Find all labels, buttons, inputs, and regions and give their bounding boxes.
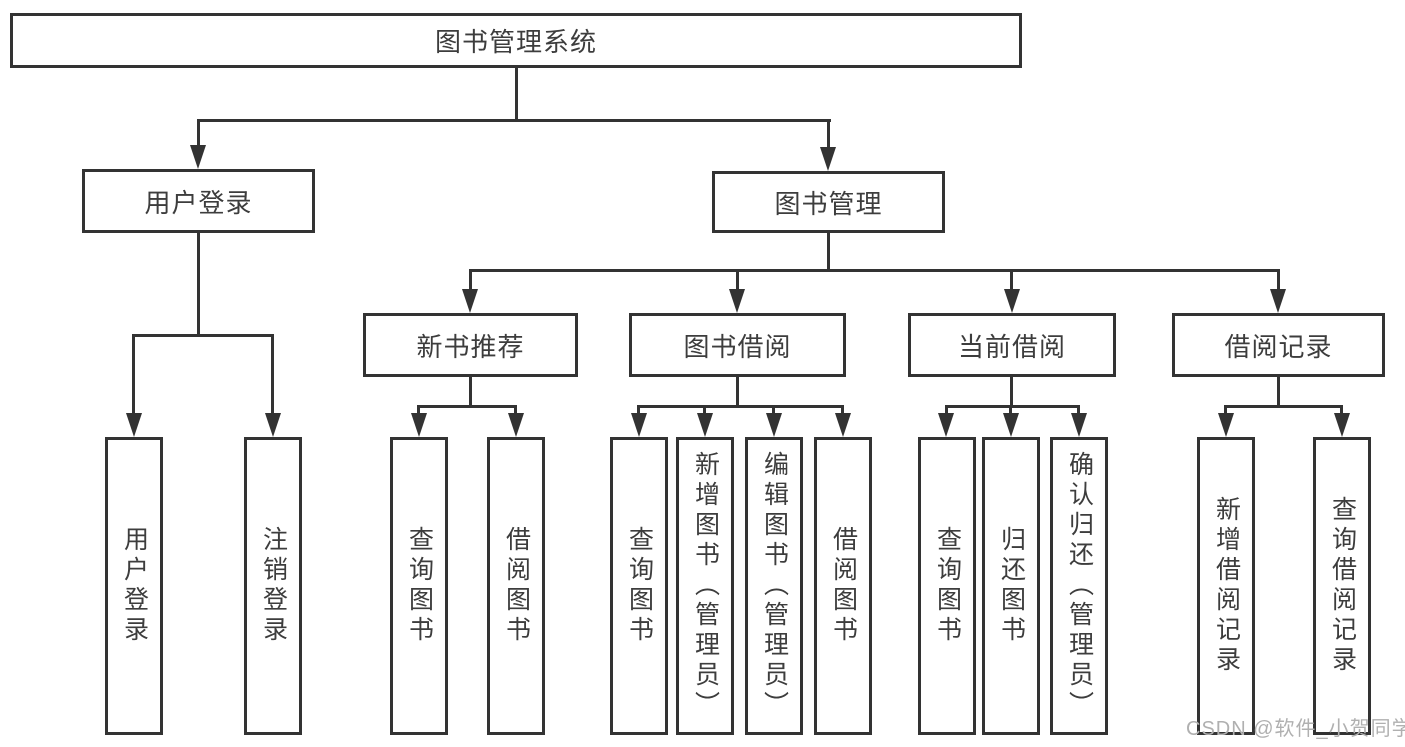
connector-line <box>514 405 517 415</box>
leaf-query-books-recommend: 查询图书 <box>390 437 448 735</box>
arrowhead-icon <box>1270 289 1286 313</box>
connector-line <box>515 68 518 122</box>
arrowhead-icon <box>508 413 524 437</box>
arrowhead-icon <box>1218 413 1234 437</box>
connector-line <box>271 334 274 415</box>
leaf-edit-books-admin: 编辑图书（管理员） <box>745 437 803 735</box>
arrowhead-icon <box>1003 413 1019 437</box>
connector-line <box>1340 405 1343 415</box>
connector-line <box>827 119 830 149</box>
connector-line <box>469 377 472 408</box>
arrowhead-icon <box>190 145 206 169</box>
node-borrowing-records: 借阅记录 <box>1172 313 1385 377</box>
arrowhead-icon <box>766 413 782 437</box>
arrowhead-icon <box>265 413 281 437</box>
connector-line <box>841 405 844 415</box>
connector-line <box>1010 269 1013 291</box>
leaf-logout: 注销登录 <box>244 437 302 735</box>
arrowhead-icon <box>1004 289 1020 313</box>
leaf-user-login: 用户登录 <box>105 437 163 735</box>
arrowhead-icon <box>835 413 851 437</box>
leaf-add-books-admin: 新增图书（管理员） <box>676 437 734 735</box>
connector-line <box>197 119 831 122</box>
leaf-borrow-books-borrowing: 借阅图书 <box>814 437 872 735</box>
node-user-login: 用户登录 <box>82 169 315 233</box>
arrowhead-icon <box>631 413 647 437</box>
connector-line <box>1224 405 1227 415</box>
node-current-borrowing: 当前借阅 <box>908 313 1116 377</box>
connector-line <box>1277 377 1280 408</box>
arrowhead-icon <box>820 147 836 171</box>
leaf-query-borrow-record: 查询借阅记录 <box>1313 437 1371 735</box>
connector-line <box>197 119 200 147</box>
connector-line <box>945 405 1080 408</box>
connector-line <box>469 269 472 291</box>
connector-line <box>469 269 1280 272</box>
connector-line <box>736 269 739 291</box>
connector-line <box>1009 405 1012 415</box>
connector-line <box>417 405 517 408</box>
node-book-management: 图书管理 <box>712 171 945 233</box>
leaf-query-books-borrowing: 查询图书 <box>610 437 668 735</box>
connector-line <box>1077 405 1080 415</box>
connector-line <box>132 334 274 337</box>
leaf-confirm-return-admin: 确认归还（管理员） <box>1050 437 1108 735</box>
leaf-borrow-books-recommend: 借阅图书 <box>487 437 545 735</box>
node-new-book-recommend: 新书推荐 <box>363 313 578 377</box>
connector-line <box>703 405 706 415</box>
connector-line <box>417 405 420 415</box>
connector-line <box>197 233 200 337</box>
arrowhead-icon <box>1334 413 1350 437</box>
arrowhead-icon <box>126 413 142 437</box>
arrowhead-icon <box>1071 413 1087 437</box>
arrowhead-icon <box>411 413 427 437</box>
watermark: CSDN @软件_小贺同学 <box>1186 718 1405 740</box>
arrowhead-icon <box>462 289 478 313</box>
node-book-borrowing: 图书借阅 <box>629 313 846 377</box>
connector-line <box>1277 269 1280 291</box>
arrowhead-icon <box>697 413 713 437</box>
leaf-return-books: 归还图书 <box>982 437 1040 735</box>
connector-line <box>1224 405 1343 408</box>
connector-line <box>945 405 948 415</box>
arrowhead-icon <box>729 289 745 313</box>
connector-line <box>1010 377 1013 408</box>
leaf-add-borrow-record: 新增借阅记录 <box>1197 437 1255 735</box>
node-root: 图书管理系统 <box>10 13 1022 68</box>
connector-line <box>637 405 844 408</box>
leaf-query-books-current: 查询图书 <box>918 437 976 735</box>
connector-line <box>772 405 775 415</box>
connector-line <box>132 334 135 415</box>
connector-line <box>827 233 830 272</box>
connector-line <box>736 377 739 408</box>
connector-line <box>637 405 640 415</box>
arrowhead-icon <box>938 413 954 437</box>
